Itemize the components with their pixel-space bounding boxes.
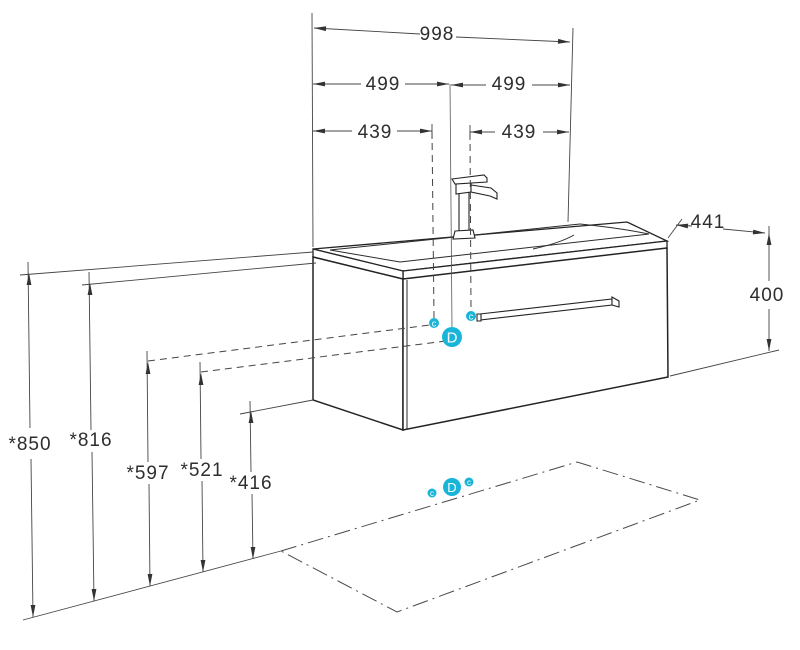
arrow-center-right <box>451 82 463 88</box>
leader-dashed-right-c <box>469 131 472 312</box>
dim-label-816: *816 <box>69 430 112 451</box>
dim-label-597: *597 <box>126 463 169 484</box>
dim-label-499-left: 499 <box>366 74 401 95</box>
cabinet-front-panel <box>402 247 669 431</box>
basin-bowl-curve <box>532 223 650 250</box>
faucet-spout <box>470 184 498 200</box>
extension-line-left <box>311 12 314 248</box>
floor-marker-c-left <box>427 488 437 498</box>
extension-corner-front-right <box>667 218 683 239</box>
dim-connection-offsets: 439 439 <box>313 122 569 143</box>
marker-c-left-label: c <box>432 319 437 329</box>
arrow-tick-right <box>470 129 482 135</box>
floor-marker-c-right-label: c <box>467 478 471 487</box>
connection-markers-floor: c D c <box>427 477 474 498</box>
dim-label-416: *416 <box>229 473 272 494</box>
handle-cap-right <box>611 296 620 308</box>
handle-cap-left <box>476 313 482 322</box>
center-axis-line <box>449 83 453 328</box>
dim-label-850: *850 <box>8 434 51 455</box>
arrow-top <box>198 373 204 385</box>
dim-total-width: 998 <box>313 24 571 45</box>
faucet-lever <box>451 174 488 185</box>
dim-group-widths: 998 499 499 439 439 <box>311 12 574 328</box>
marker-c-right-label: c <box>469 312 474 322</box>
dim-label-998: 998 <box>420 24 455 45</box>
dim-half-widths: 499 499 <box>313 74 570 95</box>
arrow-bottom <box>30 605 36 617</box>
floor-marker-c-right <box>464 477 474 487</box>
extension-cabinet-top-level <box>81 262 317 286</box>
dim-height-cabinet-top: *816 <box>69 271 112 602</box>
extension-worktop-level <box>19 251 314 276</box>
arrow-left <box>313 25 327 32</box>
leader-dashed-d-height <box>200 340 447 373</box>
floor-footprint-outline <box>279 461 702 613</box>
faucet-stem <box>458 191 470 234</box>
dim-group-heights: *850 *816 *597 *521 *416 <box>8 251 447 621</box>
dim-height-worktop: *850 <box>8 261 51 618</box>
marker-c-left <box>429 318 439 328</box>
floor-baseline <box>22 550 282 621</box>
arrow-right <box>557 38 571 45</box>
arrow-top <box>766 233 772 245</box>
dim-label-439-left: 439 <box>358 122 393 143</box>
arrow-top <box>248 411 254 423</box>
marker-c-right <box>466 311 476 321</box>
dim-cabinet-height: 400 <box>750 226 785 351</box>
dim-height-connection-c: *597 <box>126 350 169 587</box>
connection-markers-front: c D c <box>429 311 476 347</box>
floor-marker-d-label: D <box>447 480 456 495</box>
arrow-left <box>313 81 325 87</box>
faucet <box>451 174 498 240</box>
arrow-tick-left <box>420 128 432 134</box>
arrow-center-left <box>437 81 449 87</box>
floor-marker-c-left-label: c <box>430 489 434 498</box>
arrow-top <box>145 362 151 374</box>
arrow-bottom <box>91 589 97 601</box>
dim-line <box>313 27 571 43</box>
washbasin <box>312 221 670 280</box>
dim-label-400: 400 <box>750 285 785 306</box>
dim-label-499-right: 499 <box>492 74 527 95</box>
tick-marks <box>431 124 471 140</box>
extension-cabinet-bottom-level <box>239 399 314 415</box>
floor-projection <box>279 461 702 613</box>
dim-line <box>313 130 569 133</box>
arrow-bottom <box>200 560 206 572</box>
dim-height-cabinet-bottom: *416 <box>229 400 272 560</box>
dim-depth: 441 <box>675 212 766 236</box>
dim-label-441: 441 <box>691 212 726 233</box>
dim-line <box>88 271 95 602</box>
extension-cabinet-bottom-right <box>669 349 780 377</box>
dim-group-right: 441 400 <box>667 212 785 377</box>
extension-line-right <box>567 27 574 223</box>
dim-line <box>313 83 570 86</box>
cabinet-left-panel <box>312 256 404 432</box>
marker-d-label: D <box>447 330 458 347</box>
arrow-right <box>557 129 569 135</box>
floor-marker-d <box>443 478 461 496</box>
marker-d <box>442 327 462 347</box>
dim-label-439-right: 439 <box>502 122 537 143</box>
arrow-bottom <box>766 339 772 351</box>
drawer-handle <box>476 296 620 322</box>
dim-label-521: *521 <box>180 460 223 481</box>
faucet-base <box>452 229 476 240</box>
arrow-bottom <box>147 574 153 586</box>
arrow-right <box>558 82 570 88</box>
vanity-cabinet <box>312 247 669 432</box>
dim-height-drain-d: *521 <box>180 361 223 573</box>
arrow-left <box>313 128 325 134</box>
dim-line <box>27 261 34 618</box>
arrow-bottom <box>250 547 256 559</box>
